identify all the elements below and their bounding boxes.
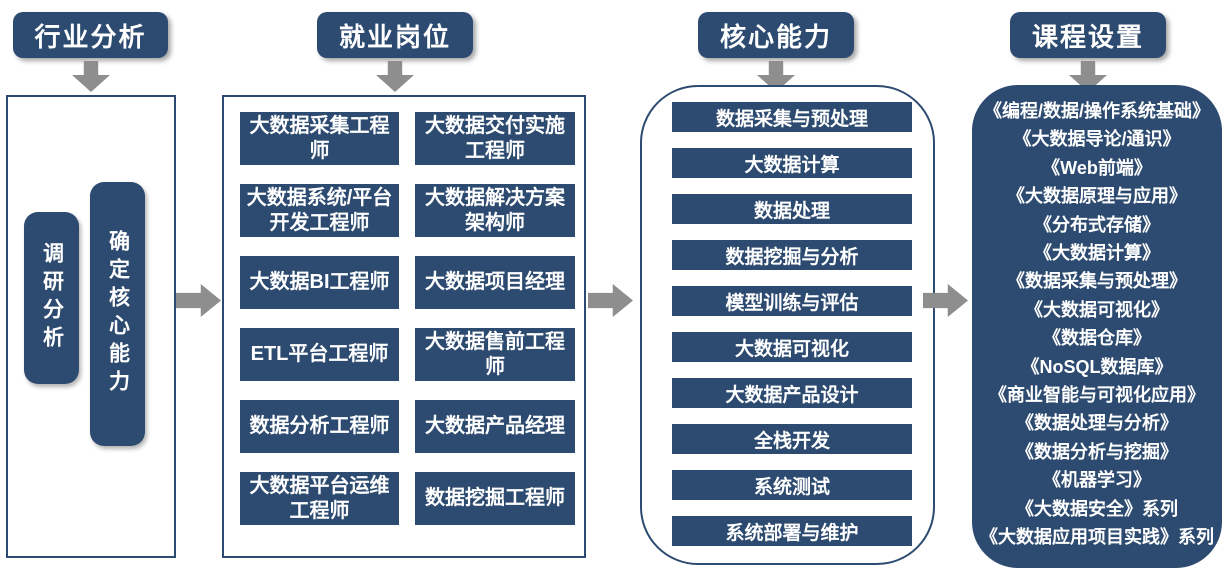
job-box: 大数据解决方案架构师 <box>415 184 575 237</box>
right-arrow-icon <box>176 284 221 317</box>
capabilities-header: 核心能力 <box>698 12 854 58</box>
industry-panel: 调研分析 确定核心能力 <box>6 95 176 558</box>
right-arrow-icon <box>588 284 633 317</box>
course-line: 《数据采集与预处理》 <box>1007 271 1187 292</box>
course-line: 《大数据可视化》 <box>1025 299 1169 320</box>
job-box: 大数据BI工程师 <box>240 256 399 309</box>
job-box: 大数据产品经理 <box>415 400 575 453</box>
capability-bar: 数据处理 <box>672 194 912 224</box>
job-box: 大数据系统/平台开发工程师 <box>240 184 399 237</box>
capabilities-list: 数据采集与预处理大数据计算数据处理数据挖掘与分析模型训练与评估大数据可视化大数据… <box>672 102 912 546</box>
courses-list: 《编程/数据/操作系统基础》《大数据导论/通识》《Web前端》《大数据原理与应用… <box>972 85 1222 552</box>
course-line: 《机器学习》 <box>1043 470 1151 491</box>
capability-bar: 数据采集与预处理 <box>672 102 912 132</box>
course-line: 《大数据原理与应用》 <box>1007 186 1187 207</box>
capability-bar: 系统部署与维护 <box>672 516 912 546</box>
course-line: 《分布式存储》 <box>1034 214 1160 235</box>
job-box: 大数据交付实施工程师 <box>415 112 575 165</box>
job-box: 数据分析工程师 <box>240 400 399 453</box>
job-box: 大数据项目经理 <box>415 256 575 309</box>
down-arrow-icon <box>376 61 414 92</box>
capability-bar: 大数据产品设计 <box>672 378 912 408</box>
define-core-ability-pill: 确定核心能力 <box>90 182 145 446</box>
capability-bar: 系统测试 <box>672 470 912 500</box>
job-box: ETL平台工程师 <box>240 328 399 381</box>
job-box: 大数据平台运维工程师 <box>240 472 399 525</box>
course-line: 《NoSQL数据库》 <box>1021 356 1173 377</box>
course-line: 《大数据安全》系列 <box>1016 498 1178 519</box>
course-line: 《数据处理与分析》 <box>1016 413 1178 434</box>
course-line: 《大数据导论/通识》 <box>1013 129 1181 150</box>
course-line: 《大数据计算》 <box>1034 243 1160 264</box>
course-line: 《Web前端》 <box>1042 157 1152 178</box>
job-box: 大数据售前工程师 <box>415 328 575 381</box>
research-analysis-pill: 调研分析 <box>24 212 79 384</box>
course-line: 《数据分析与挖掘》 <box>1016 441 1178 462</box>
course-line: 《商业智能与可视化应用》 <box>989 385 1205 406</box>
jobs-header: 就业岗位 <box>317 12 473 58</box>
capability-bar: 大数据计算 <box>672 148 912 178</box>
course-line: 《数据仓库》 <box>1043 328 1151 349</box>
courses-header: 课程设置 <box>1010 12 1166 58</box>
jobs-panel: 大数据采集工程师大数据交付实施工程师大数据系统/平台开发工程师大数据解决方案架构… <box>222 95 586 558</box>
capabilities-panel: 数据采集与预处理大数据计算数据处理数据挖掘与分析模型训练与评估大数据可视化大数据… <box>640 85 935 565</box>
course-line: 《编程/数据/操作系统基础》 <box>983 101 1210 121</box>
down-arrow-icon <box>72 61 110 92</box>
capability-bar: 数据挖掘与分析 <box>672 240 912 270</box>
job-box: 大数据采集工程师 <box>240 112 399 165</box>
industry-analysis-header: 行业分析 <box>13 12 168 58</box>
course-line: 《大数据应用项目实践》系列 <box>980 527 1214 548</box>
jobs-grid: 大数据采集工程师大数据交付实施工程师大数据系统/平台开发工程师大数据解决方案架构… <box>240 112 575 525</box>
capability-bar: 模型训练与评估 <box>672 286 912 316</box>
capability-bar: 全栈开发 <box>672 424 912 454</box>
courses-panel: 《编程/数据/操作系统基础》《大数据导论/通识》《Web前端》《大数据原理与应用… <box>972 85 1222 568</box>
capability-bar: 大数据可视化 <box>672 332 912 362</box>
job-box: 数据挖掘工程师 <box>415 472 575 525</box>
